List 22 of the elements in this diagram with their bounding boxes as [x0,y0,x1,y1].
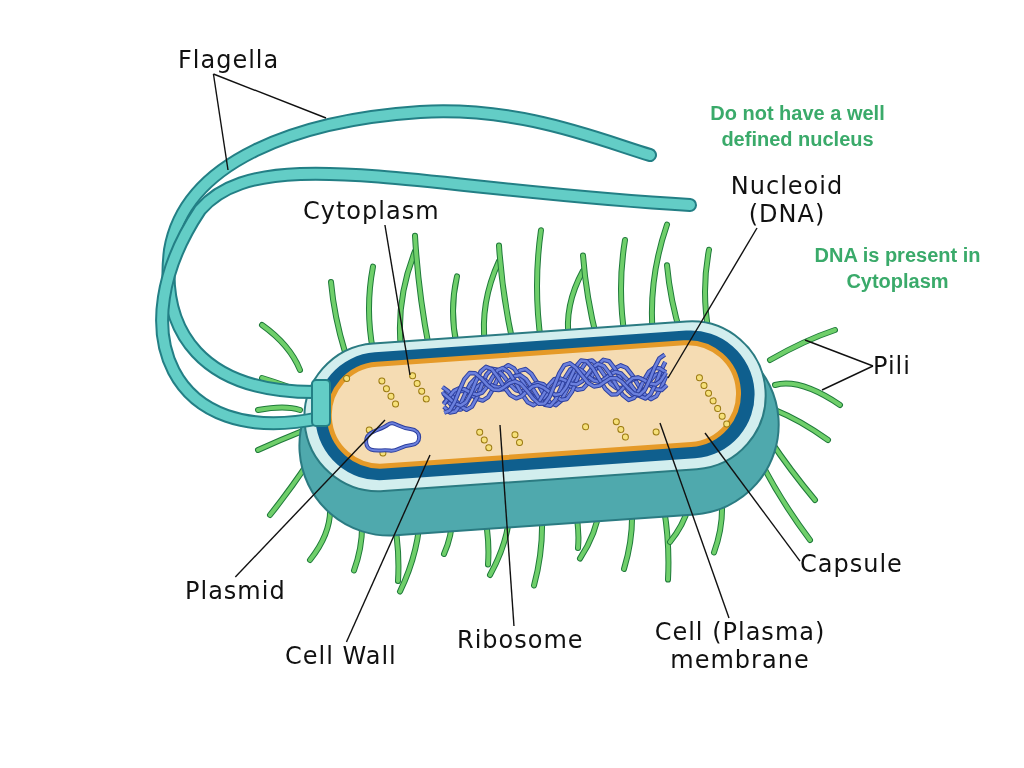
leader-line [804,339,874,367]
part-label: Cell Wall [285,642,397,670]
leader-line [212,73,229,171]
part-label: Pili [873,352,911,380]
leader-line [384,224,411,376]
leader-line [499,424,515,627]
part-label: Cell (Plasma) membrane [630,618,850,674]
leader-line [234,419,386,578]
note-text: DNA is present in Cytoplasm [813,243,982,294]
part-label: Ribosome [457,626,584,654]
part-label: Nucleoid (DNA) [712,172,862,228]
leader-line [704,432,801,562]
part-label: Plasmid [185,577,286,605]
leader-line [659,422,730,619]
leader-line [667,227,758,379]
leader-line [821,365,874,391]
leader-line [345,454,431,643]
leader-line [212,73,327,119]
part-label: Capsule [800,550,903,578]
note-text: Do not have a well defined nucleus [709,101,886,152]
part-label: Cytoplasm [303,197,440,225]
part-label: Flagella [178,46,280,74]
